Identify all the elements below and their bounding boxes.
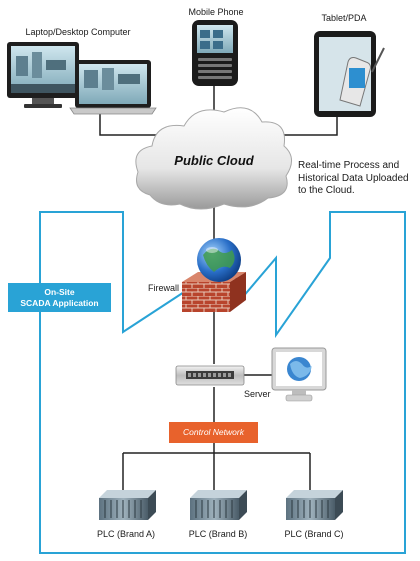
public-cloud-label: Public Cloud [174,153,254,168]
plc-icon [286,490,343,520]
scada-label-line1: On-Site [44,287,75,297]
control-network-box: Control Network [169,422,258,443]
plc-icon [190,490,247,520]
workstation-icon [271,347,327,402]
scada-application-box: On-Site SCADA Application [8,283,111,312]
site-building-outline [39,211,406,554]
laptop-icon [69,60,157,115]
mobile-phone-label: Mobile Phone [188,7,244,17]
cloud-icon [135,107,292,210]
server-icon [175,365,245,386]
firewall-icon [182,272,246,312]
desktop-monitor-icon [7,42,79,108]
globe-icon [197,238,241,282]
server-label: Server [244,389,271,399]
mobile-phone-icon [192,20,238,86]
cloud-upload-note: Real-time Process and Historical Data Up… [298,160,409,196]
plc-brand-c-label: PLC (Brand C) [284,529,344,539]
plc-brand-a-label: PLC (Brand A) [96,529,156,539]
laptop-desktop-label: Laptop/Desktop Computer [25,27,131,37]
scada-label-line2: SCADA Application [20,298,99,308]
firewall-label: Firewall [148,283,180,293]
tablet-icon [314,31,385,117]
plc-brand-b-label: PLC (Brand B) [188,529,248,539]
plc-icon [99,490,156,520]
tablet-pda-label: Tablet/PDA [321,13,367,23]
